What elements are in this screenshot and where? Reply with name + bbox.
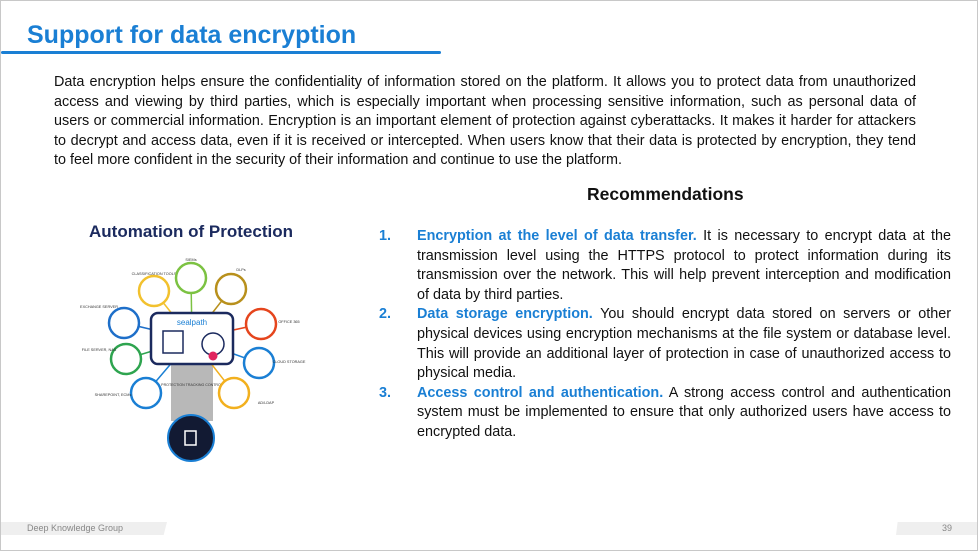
integration-node-icon: [174, 261, 208, 295]
integration-node-icon: [242, 346, 276, 380]
item-lead: Data storage encryption.: [417, 306, 593, 323]
center-label: PROTECTION TRACKING CONTROL: [161, 383, 223, 387]
recommendation-item: 2. Data storage encryption. You should en…: [379, 305, 951, 383]
item-lead: Access control and authentication.: [417, 384, 664, 401]
intro-paragraph: Data encryption helps ensure the confide…: [54, 74, 916, 169]
page-number: 39: [896, 522, 977, 535]
recommendation-item: 1. Encryption at the level of data transf…: [379, 227, 951, 305]
integration-node-label: CLASSIFICATION TOOLS: [132, 272, 177, 276]
integration-node-label: DLPs: [236, 268, 245, 272]
server-icon: [162, 330, 184, 354]
integration-node-label: OFFICE 365: [278, 320, 299, 324]
integration-node-label: FILE SERVER, NAS: [82, 348, 117, 352]
integration-node-icon: [129, 376, 163, 410]
title-underline: [1, 51, 441, 54]
item-text: It is necessary to encrypt data at the t…: [417, 228, 951, 303]
item-text: You should encrypt data stored on server…: [417, 306, 952, 382]
integration-node-icon: [244, 307, 278, 341]
integration-node-label: SHAREPOINT, ECMs: [95, 393, 132, 397]
document-icon: [184, 430, 197, 446]
integration-node-icon: [107, 306, 141, 340]
page-title: Support for data encryption: [27, 21, 357, 49]
integration-node-label: SIEMs: [185, 258, 196, 262]
integration-node-label: EXCHANGE SERVER: [80, 305, 118, 309]
integration-node-icon: [137, 274, 171, 308]
integration-node-label: AD/LDAP: [258, 401, 275, 405]
sealpath-box: [149, 311, 235, 366]
automation-of-protection-diagram: Automation of Protection PROTECTION TRAC…: [80, 222, 306, 462]
item-number: 3.: [379, 384, 392, 401]
item-text: A strong access control and authenticati…: [417, 384, 951, 440]
tracking-bar: [171, 361, 213, 421]
recommendations-heading: Recommendations: [587, 184, 744, 204]
item-lead: Encryption at the level of data transfer…: [417, 228, 697, 244]
sealpath-logo: sealpath: [177, 318, 207, 327]
recommendation-item: 3. Access control and authentication. A s…: [379, 384, 951, 443]
security-badge-icon: [208, 351, 218, 361]
recommendations-list: 1. Encryption at the level of data transf…: [379, 227, 951, 443]
integration-node-icon: [217, 376, 251, 410]
footer-company: Deep Knowledge Group: [1, 522, 167, 535]
diagram-title: Automation of Protection: [89, 222, 293, 241]
document-lock-icon: [167, 414, 215, 462]
integration-node-icon: [214, 272, 248, 306]
item-number: 2.: [379, 306, 392, 323]
integration-node-label: CLOUD STORAGE: [273, 360, 306, 364]
item-number: 1.: [379, 228, 392, 244]
integration-node-icon: [109, 342, 143, 376]
